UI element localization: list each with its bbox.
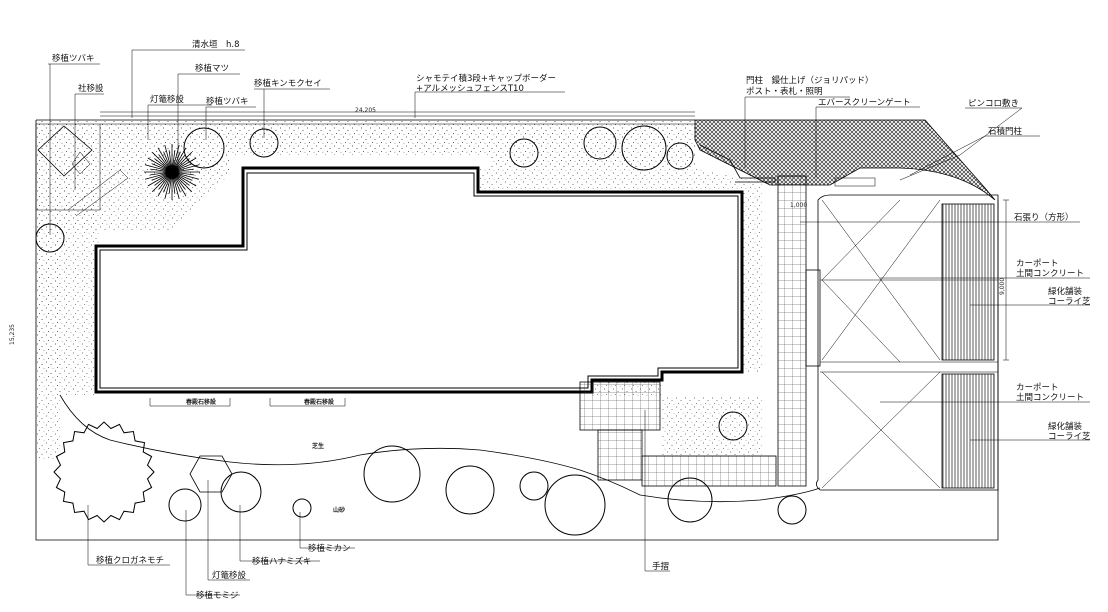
tree-top-4	[666, 142, 694, 170]
tree-front-4	[544, 474, 606, 536]
entrance-slab	[597, 429, 643, 481]
gravel-area-top-strip	[100, 120, 695, 175]
gate-post-box	[834, 177, 876, 187]
shrine-small-diamond	[71, 151, 91, 175]
label-shamotei-2: +アルメッシュフェンスT10	[416, 84, 524, 94]
stone-paving-path	[777, 175, 807, 487]
label-pinkoro: ピンコロ敷き	[968, 98, 1019, 109]
dimension-carport: 9,000	[999, 278, 1006, 295]
tree-tsubaki-2	[183, 127, 225, 169]
gravel-area-left-strip	[36, 120, 100, 395]
label-evergreen-gate: エバースクリーンゲート	[818, 97, 911, 108]
trees	[35, 125, 807, 536]
label-handrail: 手摺	[652, 561, 669, 572]
tree-mikan	[292, 498, 312, 518]
label-tsubaki-top: 移植ツバキ	[52, 53, 95, 64]
label-lantern-bottom: 灯篭移設	[212, 570, 247, 581]
label-kurogane: 移植クロガネモチ	[96, 555, 164, 566]
green-paving-2	[941, 373, 995, 489]
evergreen-gate	[805, 269, 821, 367]
approach-paving	[641, 455, 777, 487]
tree-hanamizuki	[220, 471, 262, 513]
label-tsubaki-2: 移植ツバキ	[206, 96, 249, 107]
label-gate-post-1: 門柱 鏝仕上げ（ジョリパッド）	[746, 75, 874, 86]
dimension-small: 1,000	[790, 202, 807, 209]
tree-front-1	[363, 445, 421, 503]
tree-front-6	[777, 495, 807, 525]
label-kasuga-2: 春殿石移設	[303, 398, 335, 406]
tree-side	[718, 411, 748, 441]
carport-outline	[816, 194, 999, 491]
label-shrine-move: 社移設	[78, 83, 104, 94]
pine-needles	[144, 144, 200, 200]
carport-diagonals	[821, 199, 941, 489]
kasuga-stone-1-mark	[149, 398, 231, 407]
pine-tree-symbol	[144, 144, 200, 200]
gravel-area-side	[662, 396, 762, 456]
dimension-depth: 15,235	[9, 324, 16, 345]
tree-top-1	[509, 138, 539, 168]
shrine-diamond	[37, 125, 93, 177]
lantern-hexagon	[189, 455, 233, 493]
dimension-width: 24,205	[355, 107, 376, 114]
label-green-1b: コーライ芝	[1048, 296, 1091, 307]
label-kinmokusei: 移植キンモクセイ	[254, 78, 322, 89]
pinkoro-paving	[694, 119, 996, 201]
shrine-path	[67, 169, 129, 217]
tree-top-2	[583, 126, 617, 160]
label-carport-2b: 土間コンクリート	[1016, 392, 1084, 403]
label-carport-1a: カーポート	[1016, 259, 1059, 269]
entrance-steps	[579, 381, 661, 431]
label-stone-paving: 石張り（方形）	[1014, 212, 1074, 223]
label-pine: 移植マツ	[195, 63, 229, 74]
gate-post-structure	[699, 144, 776, 183]
tree-kurogane	[53, 421, 155, 523]
lawn-boundary	[59, 394, 821, 503]
label-green-2a: 緑化舗装	[1048, 421, 1083, 432]
tree-front-3	[519, 471, 549, 501]
label-carport-1b: 土間コンクリート	[1016, 268, 1084, 279]
kasuga-stone-2-mark	[269, 398, 346, 407]
label-stone-post: 石積門柱	[988, 126, 1023, 137]
leaders	[48, 49, 1090, 596]
label-mikan: 移植ミカン	[308, 543, 351, 554]
label-shimizu-fence: 清水垣 h.8	[192, 39, 240, 50]
green-paving-1	[941, 203, 995, 361]
label-hanamizuki: 移植ハナミズキ	[252, 556, 312, 567]
label-green-1a: 緑化舗装	[1048, 286, 1083, 297]
tree-momiji	[168, 488, 202, 522]
label-momiji: 移植モミジ	[196, 590, 239, 601]
tree-front-2	[445, 465, 495, 515]
label-carport-2a: カーポート	[1016, 383, 1059, 393]
label-lawn: 芝生	[312, 442, 324, 450]
label-gravel: 山砂	[333, 506, 345, 514]
carport-dim-line	[1003, 199, 1009, 361]
label-lantern-top: 灯篭移設	[150, 94, 185, 105]
label-kasuga-1: 春殿石移設	[185, 398, 217, 406]
tree-top-3	[621, 125, 667, 171]
label-shamotei-1: シャモテイ積3段+キャップボーダー	[416, 73, 556, 84]
tree-front-5	[667, 477, 713, 523]
label-green-2b: コーライ芝	[1048, 431, 1091, 442]
label-gate-post-2: ポスト・表札・照明	[746, 86, 823, 97]
